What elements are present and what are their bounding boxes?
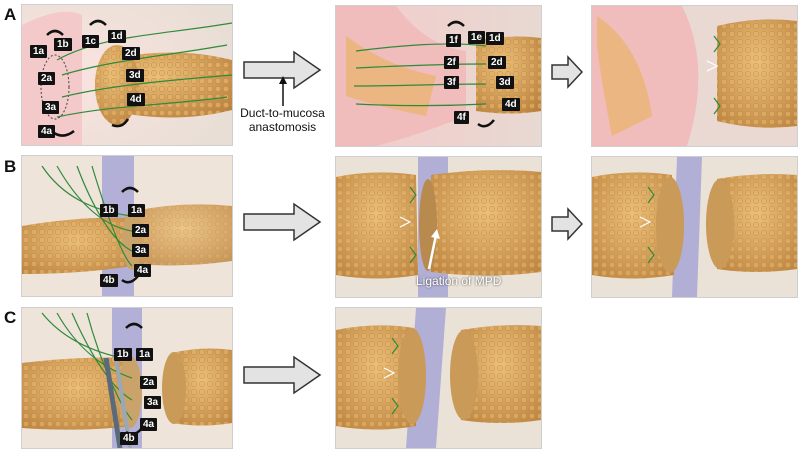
pointer-arrow	[279, 76, 287, 106]
panel-b3	[591, 156, 798, 298]
tag-3d-a2: 3d	[496, 76, 514, 89]
tag-3a-b1: 3a	[132, 244, 150, 257]
process-arrow-a1	[243, 50, 322, 90]
tag-1c: 1c	[82, 35, 100, 48]
tag-2d: 2d	[122, 47, 140, 60]
tag-1b-c1: 1b	[114, 348, 132, 361]
tag-1b-b1: 1b	[100, 204, 118, 217]
panel-b1: 1b 1a 2a 3a 4a 4b	[21, 155, 233, 297]
tag-3d: 3d	[126, 69, 144, 82]
process-arrow-a2	[551, 55, 584, 89]
row-label-a: A	[4, 5, 17, 24]
tag-4d-a2: 4d	[502, 98, 520, 111]
tag-1e: 1e	[468, 31, 486, 44]
tag-4b-b1: 4b	[100, 274, 118, 287]
process-arrow-c1	[243, 355, 322, 395]
panel-a1: 1a 1b 1c 1d 2a 2d 3a 3d 4a 4d	[21, 4, 233, 146]
process-arrow-b1	[243, 202, 322, 242]
panel-b2: Ligation of MPD	[335, 156, 542, 298]
tag-2a: 2a	[38, 72, 56, 85]
tag-2a-c1: 2a	[140, 376, 158, 389]
tag-1a-c1: 1a	[136, 348, 154, 361]
caption-line-1: Duct-to-mucosa	[240, 106, 325, 120]
caption-line-2: anastomosis	[248, 120, 317, 134]
tag-1d-a2: 1d	[486, 32, 504, 45]
tag-2f: 2f	[444, 56, 459, 69]
panel-a3	[591, 5, 798, 147]
tag-3a-c1: 3a	[144, 396, 162, 409]
row-label-c: C	[4, 308, 17, 327]
panel-a2: 1f 1e 1d 2f 2d 3f 3d 4f 4d	[335, 5, 542, 147]
tag-1a: 1a	[30, 45, 48, 58]
tag-2a-b1: 2a	[132, 224, 150, 237]
tag-1d: 1d	[108, 30, 126, 43]
duct-to-mucosa-caption: Duct-to-mucosa anastomosis	[230, 106, 335, 134]
tag-3f: 3f	[444, 76, 459, 89]
tag-4a-b1: 4a	[134, 264, 152, 277]
tag-4f: 4f	[454, 111, 469, 124]
ligation-label: Ligation of MPD	[416, 274, 502, 288]
tag-1a-b1: 1a	[128, 204, 146, 217]
tag-4b-c1: 4b	[120, 432, 138, 445]
tag-4a: 4a	[38, 125, 56, 138]
panel-c2	[335, 307, 542, 449]
process-arrow-b2	[551, 207, 584, 241]
tag-3a: 3a	[42, 101, 60, 114]
tag-4d: 4d	[127, 93, 145, 106]
tag-2d-a2: 2d	[488, 56, 506, 69]
tag-4a-c1: 4a	[140, 418, 158, 431]
tag-1b: 1b	[54, 38, 72, 51]
tag-1f: 1f	[446, 34, 461, 47]
panel-c1: 1b 1a 2a 3a 4a 4b	[21, 307, 233, 449]
row-label-b: B	[4, 157, 17, 176]
